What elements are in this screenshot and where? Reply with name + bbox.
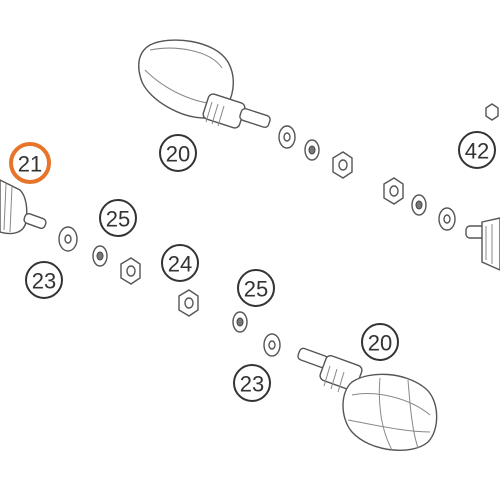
left-hardware bbox=[58, 226, 281, 357]
callout-23-upper[interactable]: 23 bbox=[25, 261, 63, 299]
callout-20-upper[interactable]: 20 bbox=[159, 134, 197, 172]
callout-42-label: 42 bbox=[465, 139, 489, 164]
turn-signal-right-partial bbox=[465, 217, 500, 271]
callout-20-lower-label: 20 bbox=[368, 331, 392, 356]
callout-20-lower[interactable]: 20 bbox=[361, 323, 399, 361]
callout-25-lower[interactable]: 25 bbox=[237, 269, 275, 307]
callout-21-label: 21 bbox=[18, 152, 42, 177]
callout-24[interactable]: 24 bbox=[161, 244, 199, 282]
turn-signal-upper[interactable] bbox=[138, 39, 271, 129]
turn-signal-lower[interactable] bbox=[297, 347, 438, 451]
callout-24-label: 24 bbox=[168, 252, 192, 277]
screw-42 bbox=[485, 103, 499, 121]
callout-25-upper[interactable]: 25 bbox=[99, 199, 137, 237]
callout-23-upper-label: 23 bbox=[32, 269, 56, 294]
callout-25-upper-label: 25 bbox=[106, 207, 130, 232]
callout-23-lower-label: 23 bbox=[240, 372, 264, 397]
callout-25-lower-label: 25 bbox=[244, 277, 268, 302]
turn-signal-left-stub[interactable] bbox=[0, 179, 47, 235]
callout-20-upper-label: 20 bbox=[166, 142, 190, 167]
upper-hardware bbox=[278, 125, 456, 231]
callout-42[interactable]: 42 bbox=[458, 131, 496, 169]
callout-23-lower[interactable]: 23 bbox=[233, 364, 271, 402]
callout-21[interactable]: 21 bbox=[9, 142, 51, 184]
